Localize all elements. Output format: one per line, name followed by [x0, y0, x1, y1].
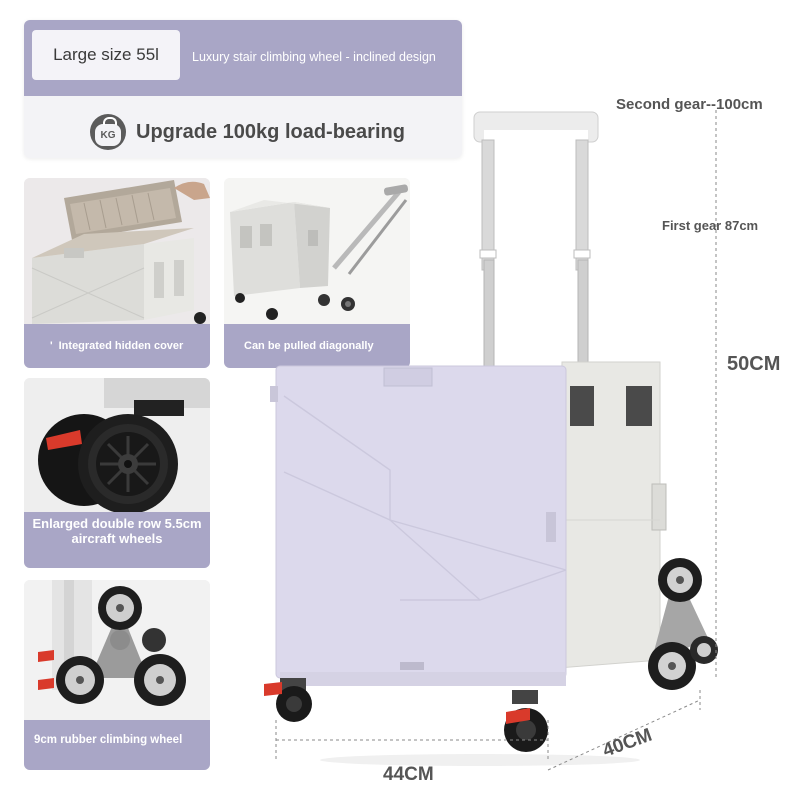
load-bearing-row: KG Upgrade 100kg load-bearing: [90, 112, 405, 152]
banner-top-strip: Large size 55l Luxury stair climbing whe…: [24, 20, 462, 96]
hidden-cover-photo: [24, 178, 210, 324]
feature-card-hidden-cover: ' Integrated hidden cover: [24, 178, 210, 368]
width-label: 44CM: [383, 764, 434, 785]
feature-card-climbing-wheel: 9cm rubber climbing wheel: [24, 580, 210, 770]
first-gear-label: First gear 87cm: [662, 218, 759, 233]
feature-card-aircraft-wheels: Enlarged double row 5.5cm aircraft wheel…: [24, 378, 210, 568]
banner-subtitle: Luxury stair climbing wheel - inclined d…: [192, 50, 436, 64]
aircraft-wheels-photo: [24, 378, 210, 512]
feature-caption: Enlarged double row 5.5cm aircraft wheel…: [24, 512, 210, 568]
caption-bullet: ': [50, 340, 53, 352]
diagonal-pull-photo: [224, 178, 410, 324]
size-label: Large size 55l: [32, 30, 180, 80]
feature-caption: 9cm rubber climbing wheel: [24, 720, 210, 770]
feature-caption: Can be pulled diagonally: [224, 324, 410, 368]
header-banner: Large size 55l Luxury stair climbing whe…: [24, 20, 462, 158]
climbing-wheel-photo: [24, 580, 210, 720]
kg-weight-icon: KG: [90, 114, 126, 150]
second-gear-label: Second gear--100cm: [616, 96, 763, 113]
folding-cart-illustration: [264, 111, 718, 766]
load-bearing-text: Upgrade 100kg load-bearing: [136, 120, 405, 143]
height-label: 50CM: [727, 353, 781, 375]
feature-caption: ' Integrated hidden cover: [24, 324, 210, 368]
feature-card-diagonal: Can be pulled diagonally: [224, 178, 410, 368]
